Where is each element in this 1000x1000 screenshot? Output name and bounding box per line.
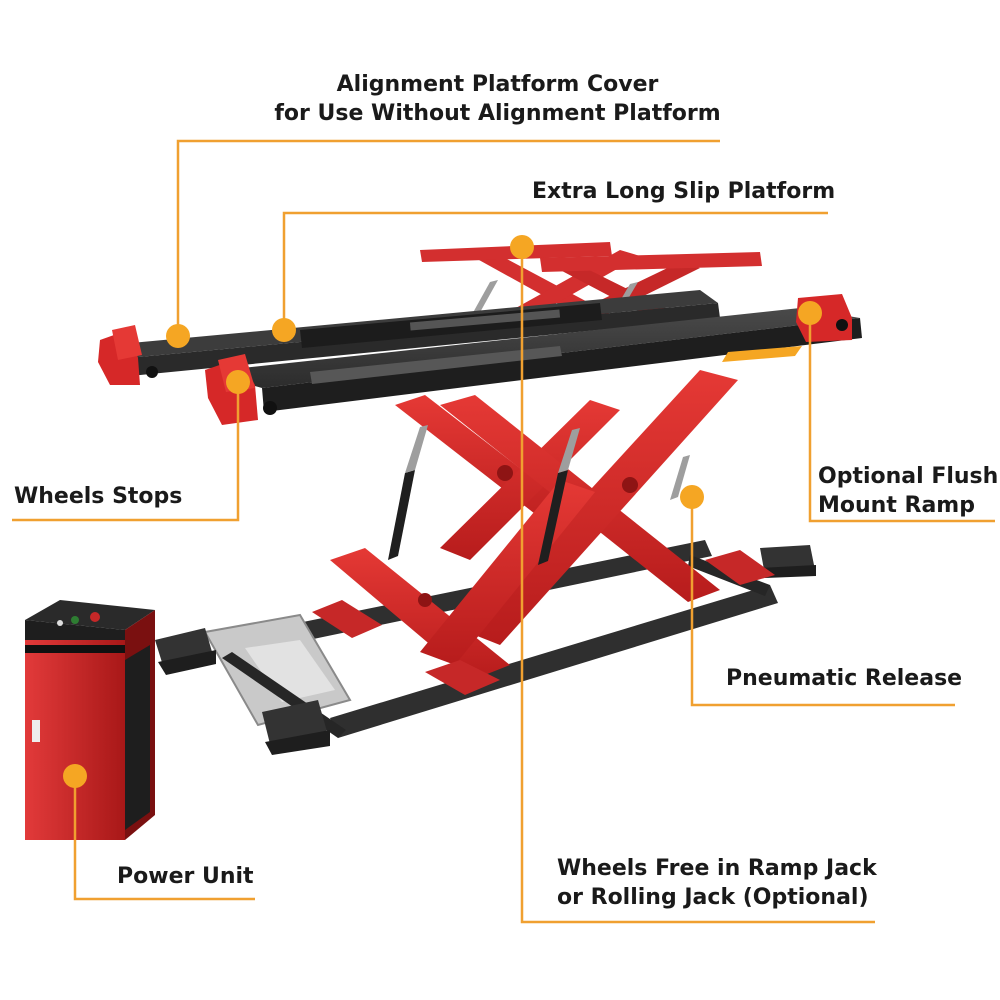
- flush-ramp-label: Optional Flush Mount Ramp: [818, 462, 998, 520]
- ramp-jack-line: [520, 247, 875, 924]
- flush-ramp-line1: Optional Flush: [818, 464, 999, 489]
- power-unit-line: [73, 776, 255, 901]
- base-blocks: [155, 545, 816, 755]
- alignment-cover-label: Alignment Platform Cover for Use Without…: [270, 70, 725, 128]
- hydraulic-cylinders: [388, 425, 690, 565]
- flush-ramp-line: [808, 313, 995, 523]
- wheel-stops-label: Wheels Stops: [14, 484, 183, 509]
- flush-ramp-line2: Mount Ramp: [818, 493, 975, 518]
- alignment-cover-line: [176, 139, 720, 336]
- alignment-cover-line2: for Use Without Alignment Platform: [274, 101, 721, 126]
- ramp-jack-line1: Wheels Free in Ramp Jack: [557, 856, 877, 881]
- power-unit-label: Power Unit: [117, 864, 254, 889]
- ramp-jack-label: Wheels Free in Ramp Jack or Rolling Jack…: [557, 854, 877, 912]
- pneumatic-release-label: Pneumatic Release: [726, 666, 963, 691]
- alignment-cover-line1: Alignment Platform Cover: [336, 72, 659, 97]
- alignment-cover-dot: [166, 324, 190, 348]
- ramp-jack-dot: [510, 235, 534, 259]
- flush-ramp-dot: [798, 301, 822, 325]
- callout-lines: [12, 139, 995, 924]
- power-unit-dot: [63, 764, 87, 788]
- power-unit-cabinet: [25, 600, 155, 840]
- wheel-stops-dot: [226, 370, 250, 394]
- callout-dots: [63, 235, 822, 788]
- slip-platform-line: [282, 211, 828, 330]
- slip-platform-label: Extra Long Slip Platform: [532, 179, 836, 204]
- pneumatic-release-line: [690, 497, 955, 707]
- ramp-jack-line2: or Rolling Jack (Optional): [557, 885, 869, 910]
- front-runway: [205, 308, 862, 412]
- slip-platform-dot: [272, 318, 296, 342]
- wheel-stops-line: [12, 382, 240, 522]
- scissor-arms: [312, 370, 775, 695]
- pneumatic-release-dot: [680, 485, 704, 509]
